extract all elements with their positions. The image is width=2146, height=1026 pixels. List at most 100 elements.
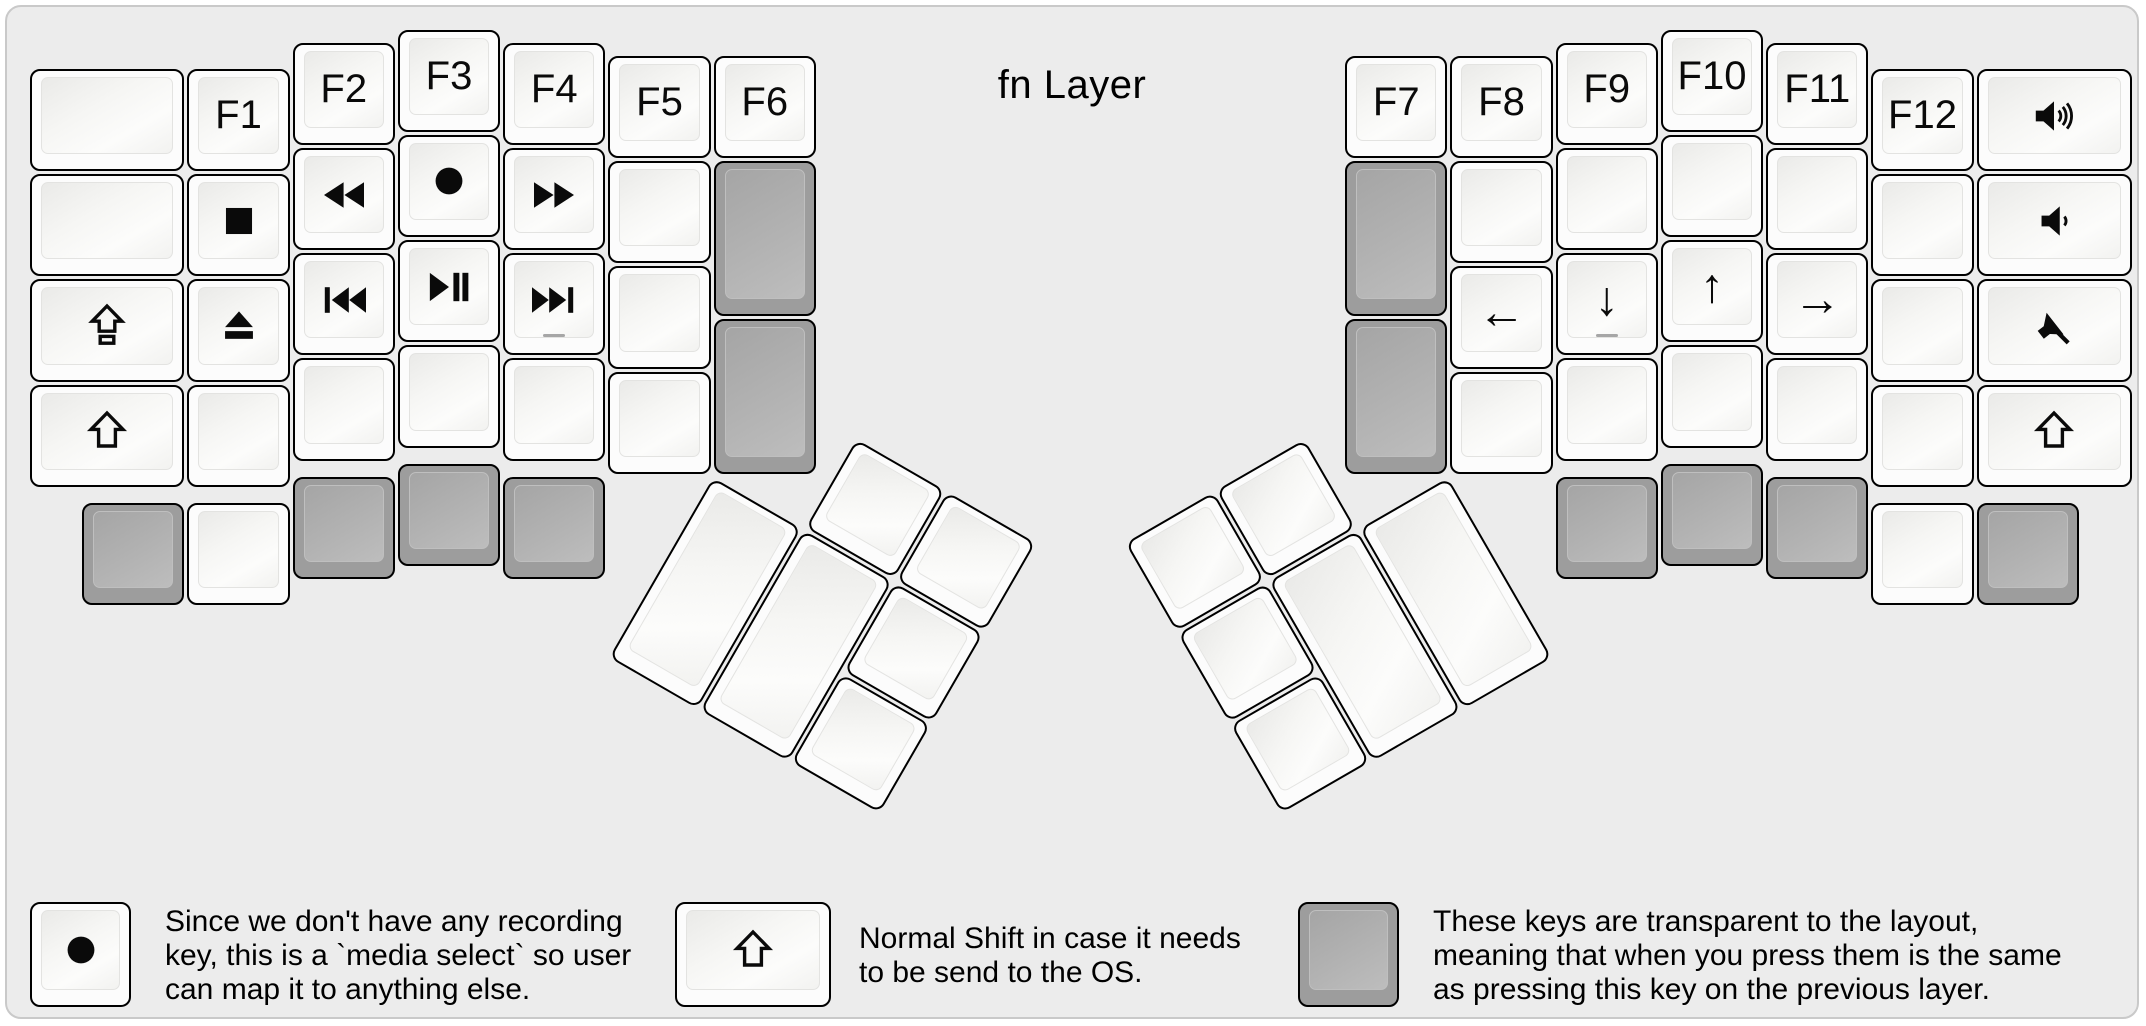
key-f7[interactable]: F7 (1345, 55, 1448, 159)
key-f1[interactable]: F1 (187, 68, 290, 172)
homing-bar (543, 333, 566, 338)
key-transparent[interactable] (1555, 476, 1658, 580)
keycap-surface: F9 (1566, 50, 1647, 128)
key-next-track[interactable] (503, 253, 606, 356)
keycap-surface (40, 287, 174, 365)
key-arrow-down[interactable]: ↓ (1555, 253, 1658, 356)
key-transparent[interactable] (1345, 318, 1448, 474)
key-transparent[interactable] (292, 476, 395, 580)
key-stop[interactable] (187, 174, 290, 277)
key-blank[interactable] (608, 266, 711, 369)
key-arrow-right-glyph: → (1793, 272, 1842, 326)
key-f9[interactable]: F9 (1555, 42, 1658, 145)
legend-text-media-select: Since we don't have any recording key, t… (165, 904, 632, 1006)
key-f6[interactable]: F6 (713, 55, 816, 159)
key-eject[interactable] (187, 279, 290, 382)
key-f8[interactable]: F8 (1450, 55, 1553, 159)
keycap-surface (619, 169, 700, 247)
key-blank[interactable] (503, 358, 606, 461)
key-blank[interactable] (1555, 147, 1658, 251)
key-transparent[interactable] (713, 161, 816, 316)
key-transparent[interactable] (1766, 476, 1869, 580)
keycap-surface: F7 (1356, 63, 1437, 142)
prev-track-icon (320, 276, 368, 324)
keycap-surface (1987, 182, 2121, 260)
key-transparent[interactable] (1660, 463, 1764, 566)
key-transparent[interactable] (713, 318, 816, 474)
key-arrow-up[interactable]: ↑ (1660, 240, 1764, 343)
key-blank[interactable] (1450, 371, 1553, 474)
keycap-surface (303, 484, 384, 563)
key-blank[interactable] (29, 174, 185, 277)
keycap-surface: F6 (724, 63, 805, 142)
key-blank[interactable] (1871, 503, 1974, 606)
key-blank[interactable] (1871, 279, 1974, 382)
key-blank[interactable] (608, 371, 711, 474)
key-shift[interactable] (29, 384, 185, 487)
key-blank[interactable] (1766, 358, 1869, 461)
key-arrow-left[interactable]: ← (1450, 266, 1553, 369)
key-transparent[interactable] (1345, 161, 1448, 316)
keycap-surface: F12 (1882, 76, 1963, 155)
key-f11[interactable]: F11 (1766, 42, 1869, 145)
key-blank[interactable] (1766, 147, 1869, 251)
keycap-label: F12 (1888, 93, 1957, 138)
keycap-surface (303, 155, 384, 234)
keycap-surface (1671, 142, 1753, 220)
keycap-surface (1461, 169, 1542, 247)
keycap-surface (724, 169, 805, 299)
key-f5[interactable]: F5 (608, 55, 711, 159)
key-blank[interactable] (1450, 161, 1553, 264)
fast-forward-icon (530, 171, 578, 219)
play-pause-icon (426, 264, 472, 310)
key-play-pause[interactable] (397, 240, 501, 343)
key-arrow-right[interactable]: → (1766, 253, 1869, 356)
volume-down-icon (2031, 198, 2077, 244)
keycap-surface (303, 366, 384, 444)
key-shift[interactable] (1976, 384, 2132, 487)
key-transparent[interactable] (397, 463, 501, 566)
key-blank[interactable] (1660, 345, 1764, 448)
keycap-surface (1309, 910, 1388, 990)
key-f4[interactable]: F4 (503, 42, 606, 145)
key-blank[interactable] (1871, 174, 1974, 277)
key-f2[interactable]: F2 (292, 42, 395, 145)
key-transparent[interactable] (1976, 503, 2079, 606)
key-f10[interactable]: F10 (1660, 29, 1764, 132)
key-volume-down[interactable] (1976, 174, 2132, 277)
key-volume-up[interactable] (1976, 68, 2132, 172)
keycap-surface (823, 451, 932, 559)
keycap-surface: F8 (1461, 63, 1542, 142)
legend-key-shift (675, 902, 831, 1007)
keycap-surface (1566, 155, 1647, 234)
legend-key-media-select (30, 902, 131, 1007)
key-caps-lock[interactable] (29, 279, 185, 382)
keycap-label: F7 (1372, 79, 1420, 124)
key-blank[interactable] (397, 345, 501, 448)
keycap-surface (1461, 379, 1542, 457)
key-blank[interactable] (1660, 134, 1764, 237)
key-f12[interactable]: F12 (1871, 68, 1974, 172)
key-blank[interactable] (29, 68, 185, 172)
key-f3[interactable]: F3 (397, 29, 501, 132)
keycap-surface (408, 471, 490, 549)
key-media-select[interactable] (397, 134, 501, 237)
key-blank[interactable] (1555, 358, 1658, 461)
keycap-surface (1566, 366, 1647, 444)
keycap-surface (40, 392, 174, 470)
key-transparent[interactable] (503, 476, 606, 580)
key-prev-track[interactable] (292, 253, 395, 356)
keycap-surface (1882, 392, 1963, 470)
key-fast-forward[interactable] (503, 147, 606, 251)
keycap-surface (1229, 451, 1338, 559)
keycap-label: F6 (741, 79, 789, 124)
key-arrow-up-glyph: ↑ (1700, 259, 1724, 313)
key-rewind[interactable] (292, 147, 395, 251)
key-blank[interactable] (1871, 384, 1974, 487)
key-mute[interactable] (1976, 279, 2132, 382)
key-blank[interactable] (187, 503, 290, 606)
key-blank[interactable] (292, 358, 395, 461)
key-blank[interactable] (187, 384, 290, 487)
key-transparent[interactable] (82, 503, 185, 606)
key-blank[interactable] (608, 161, 711, 264)
